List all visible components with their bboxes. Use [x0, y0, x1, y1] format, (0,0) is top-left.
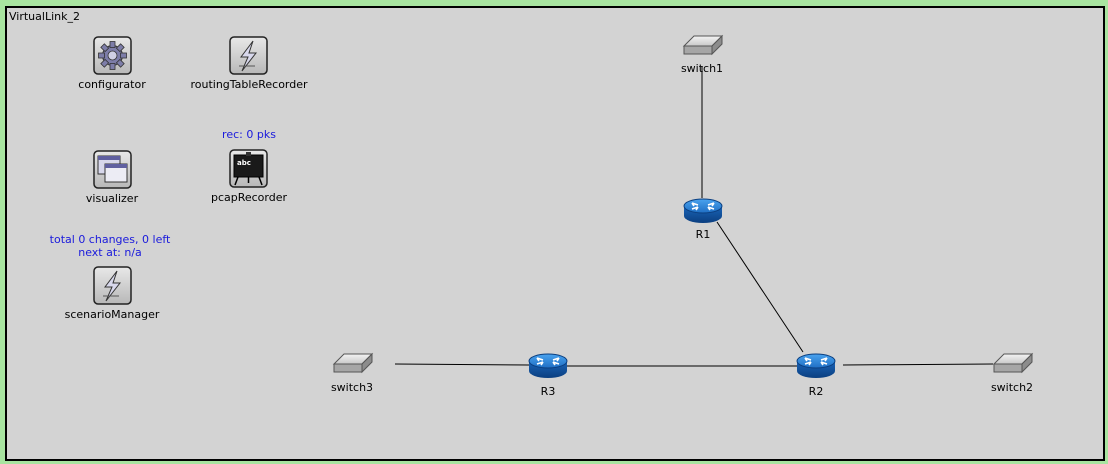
R1-node[interactable] — [682, 194, 724, 230]
svg-text:abc: abc — [237, 159, 251, 167]
router-icon — [796, 353, 836, 378]
switch2-node[interactable] — [992, 350, 1034, 382]
gear-icon — [93, 36, 132, 75]
switch-icon — [682, 34, 724, 56]
R3-node[interactable] — [527, 349, 569, 385]
links-layer — [394, 66, 994, 367]
scenario-manager-module[interactable] — [93, 266, 133, 310]
scenario-manager-status-line1: total 0 changes, 0 left — [49, 233, 171, 246]
switch-icon — [992, 352, 1034, 374]
network-canvas[interactable]: VirtualLink_2 — [5, 6, 1105, 461]
switch2-label: switch2 — [990, 381, 1034, 394]
network-title: VirtualLink_2 — [9, 10, 80, 23]
routing-table-recorder-label: routingTableRecorder — [190, 78, 308, 91]
visualizer-module[interactable] — [93, 150, 133, 194]
R3-label: R3 — [540, 385, 556, 398]
link-R1-R2 — [716, 221, 804, 353]
scenario-manager-label: scenarioManager — [64, 308, 160, 321]
lightning-icon — [93, 266, 132, 305]
R2-node[interactable] — [795, 349, 837, 385]
routing-table-recorder-module[interactable] — [229, 36, 269, 80]
router-icon — [528, 353, 568, 378]
abc-board-icon: abc — [229, 149, 268, 188]
lightning-icon — [229, 36, 268, 75]
pcap-recorder-status: rec: 0 pks — [222, 128, 276, 141]
visualizer-label: visualizer — [85, 192, 139, 205]
link-switch3-R3 — [394, 363, 530, 366]
link-R2-switch2 — [842, 363, 994, 366]
switch1-label: switch1 — [680, 62, 724, 75]
scenario-manager-status: total 0 changes, 0 left next at: n/a — [50, 233, 171, 259]
configurator-label: configurator — [78, 78, 146, 91]
configurator-module[interactable] — [93, 36, 133, 80]
switch-icon — [332, 352, 374, 374]
R2-label: R2 — [808, 385, 824, 398]
switch3-node[interactable] — [332, 350, 374, 382]
switch3-label: switch3 — [330, 381, 374, 394]
pcap-recorder-label: pcapRecorder — [210, 191, 288, 204]
R1-label: R1 — [695, 228, 711, 241]
switch1-node[interactable] — [682, 32, 724, 64]
pcap-recorder-module[interactable]: abc — [229, 149, 269, 193]
router-icon — [683, 198, 723, 223]
windows-icon — [93, 150, 132, 189]
scenario-manager-status-line2: next at: n/a — [78, 246, 142, 259]
